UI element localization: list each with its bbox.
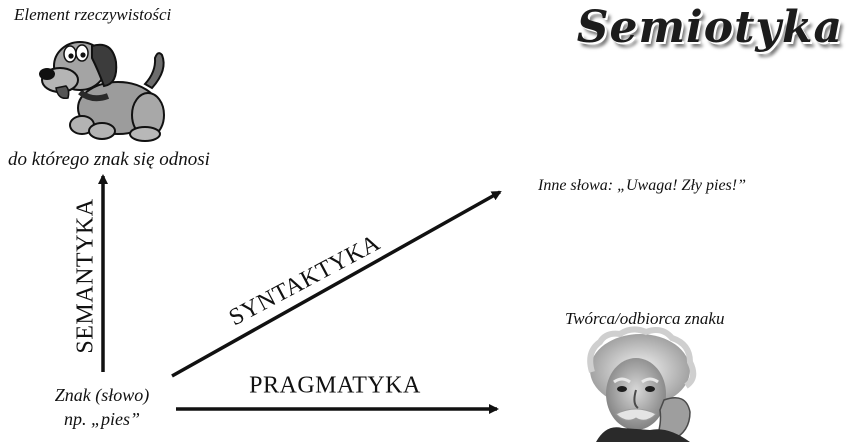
sign-label: Znak (słowo) np. „pies” [46,383,158,431]
semantics-label: SEMANTYKA [72,198,99,354]
creator-label: Twórca/odbiorca znaku [565,309,725,328]
sign-label-line2: np. „pies” [63,409,141,429]
pragmatics-label: PRAGMATYKA [249,372,421,399]
dog-illustration [39,41,165,142]
sign-label-line1: Znak (słowo) [54,385,150,405]
reality-element-label: Element rzeczywistości [14,5,172,24]
person-illustration [587,326,698,442]
reality-caption: do którego znak się odnosi [8,149,210,170]
syntax-arrow [171,190,502,378]
other-words-label: Inne słowa: „Uwaga! Zły pies!” [538,177,746,194]
page-title: Semiotyka [576,2,843,53]
